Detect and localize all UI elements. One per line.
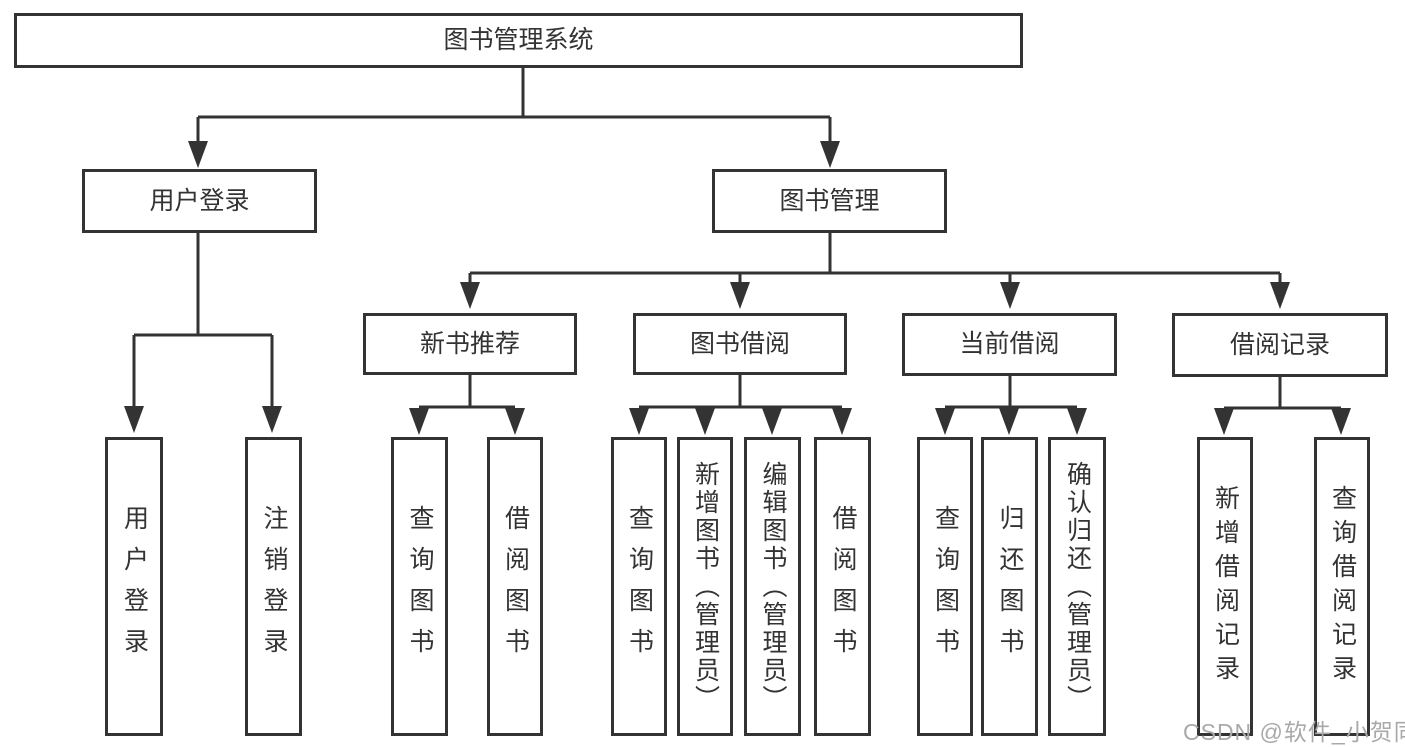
leaf-user-login: 用户登录 [105,437,163,736]
node-user-login-branch-label: 用户登录 [149,186,250,215]
leaf-rec-borrow-books: 借阅图书 [487,437,543,736]
leaf-bb-edit-books-admin-label: 编辑图书（管理员） [759,460,787,713]
leaf-cb-query-books: 查询图书 [917,437,973,736]
node-new-book-recommend-label: 新书推荐 [419,329,520,358]
leaf-bb-borrow-books-label: 借阅图书 [829,504,857,669]
watermark: CSDN @软件_小贺同学 [1183,719,1405,745]
leaf-bb-add-books-admin-label: 新增图书（管理员） [691,460,720,713]
node-book-borrowing: 图书借阅 [633,313,847,375]
node-borrowing-records: 借阅记录 [1172,313,1388,377]
leaf-rec-query-books: 查询图书 [391,437,448,736]
leaf-user-login-label: 用户登录 [120,504,149,669]
node-borrowing-records-label: 借阅记录 [1229,330,1330,359]
node-system-root-label: 图书管理系统 [443,26,594,54]
leaf-cb-confirm-return-admin: 确认归还（管理员） [1048,437,1106,736]
leaf-bb-query-books: 查询图书 [611,437,667,736]
leaf-logout-label: 注销登录 [260,504,288,669]
leaf-bb-borrow-books: 借阅图书 [814,437,871,736]
node-book-management-branch-label: 图书管理 [779,186,880,215]
leaf-cb-confirm-return-admin-label: 确认归还（管理员） [1063,460,1092,713]
node-book-borrowing-label: 图书借阅 [689,329,790,358]
leaf-logout: 注销登录 [245,437,302,736]
leaf-cb-query-books-label: 查询图书 [931,504,960,669]
leaf-br-query-record-label: 查询借阅记录 [1328,484,1357,689]
node-current-borrowing-label: 当前借阅 [959,330,1060,358]
leaf-cb-return-books: 归还图书 [981,437,1038,736]
leaf-bb-query-books-label: 查询图书 [625,504,654,669]
leaf-br-query-record: 查询借阅记录 [1314,437,1370,736]
node-book-management-branch: 图书管理 [712,169,947,233]
leaf-rec-query-books-label: 查询图书 [406,504,434,669]
leaf-bb-add-books-admin: 新增图书（管理员） [677,437,733,736]
node-user-login-branch: 用户登录 [82,169,317,233]
leaf-cb-return-books-label: 归还图书 [996,504,1024,669]
node-system-root: 图书管理系统 [14,13,1023,68]
leaf-rec-borrow-books-label: 借阅图书 [501,504,530,669]
leaf-br-add-record-label: 新增借阅记录 [1211,484,1240,689]
leaf-br-add-record: 新增借阅记录 [1197,437,1253,736]
leaf-bb-edit-books-admin: 编辑图书（管理员） [744,437,801,736]
node-current-borrowing: 当前借阅 [902,313,1117,376]
node-new-book-recommend: 新书推荐 [363,313,577,375]
